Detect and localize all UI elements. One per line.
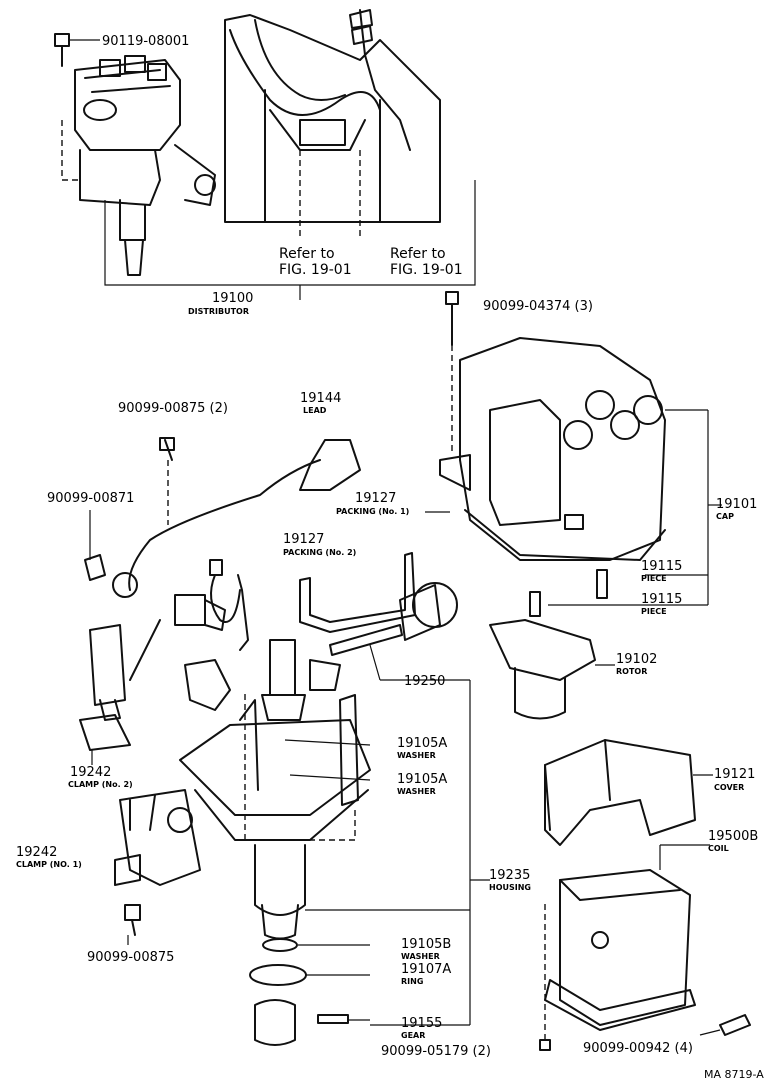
svg-text:Refer to: Refer to	[390, 246, 446, 262]
vacuum-advancer-drawing	[329, 582, 470, 681]
label-coil: 19500B COIL	[708, 829, 758, 853]
cover-drawing	[544, 739, 713, 846]
label-washer-b: 19105B WASHER	[401, 937, 451, 961]
svg-text:PACKING (No. 2): PACKING (No. 2)	[283, 548, 356, 557]
ref-left: Refer to FIG. 19-01	[279, 246, 352, 278]
svg-text:19242: 19242	[16, 845, 57, 860]
label-bolt-00875: 90099-00875	[87, 950, 174, 965]
packing-2-drawing	[299, 552, 416, 633]
svg-text:90119-08001: 90119-08001	[102, 34, 189, 49]
label-packing-2: 19127 PACKING (No. 2)	[283, 532, 356, 557]
label-cap: 19101 CAP	[716, 497, 757, 521]
label-lead-screw: 90099-00875 (2)	[118, 401, 228, 416]
distributor-assembly-drawing	[54, 9, 476, 300]
svg-text:19235: 19235	[489, 868, 530, 883]
svg-text:19100: 19100	[212, 291, 253, 306]
housing-drawing	[179, 639, 470, 940]
svg-text:MA 8719-A: MA 8719-A	[704, 1068, 764, 1081]
diagram-code: MA 8719-A	[704, 1068, 764, 1081]
svg-text:19121: 19121	[714, 767, 755, 782]
svg-text:19144: 19144	[300, 391, 341, 406]
label-lead: 19144 LEAD	[300, 391, 341, 415]
svg-text:90099-05179 (2): 90099-05179 (2)	[381, 1044, 491, 1059]
svg-text:RING: RING	[401, 977, 423, 986]
svg-text:WASHER: WASHER	[397, 751, 436, 760]
ref-right: Refer to FIG. 19-01	[390, 246, 463, 278]
svg-text:CAP: CAP	[716, 512, 734, 521]
label-gear: 19155 GEAR	[401, 1016, 442, 1040]
svg-text:DISTRIBUTOR: DISTRIBUTOR	[188, 307, 249, 316]
label-clamp-1: 19242 CLAMP (NO. 1)	[16, 845, 82, 869]
svg-text:FIG. 19-01: FIG. 19-01	[279, 262, 352, 278]
rotor-drawing	[489, 619, 615, 720]
svg-text:90099-00871: 90099-00871	[47, 491, 134, 506]
svg-text:CLAMP (No. 2): CLAMP (No. 2)	[68, 780, 133, 789]
svg-text:19127: 19127	[355, 491, 396, 506]
svg-text:PACKING (No. 1): PACKING (No. 1)	[336, 507, 409, 516]
label-washer-a1: 19105A WASHER	[397, 736, 447, 760]
svg-text:19127: 19127	[283, 532, 324, 547]
svg-text:PIECE: PIECE	[641, 607, 667, 616]
svg-text:PIECE: PIECE	[641, 574, 667, 583]
label-cover: 19121 COVER	[714, 767, 755, 792]
svg-text:19115: 19115	[641, 592, 682, 607]
svg-text:19105A: 19105A	[397, 772, 447, 787]
label-ring: 19107A RING	[401, 962, 451, 986]
svg-text:FIG. 19-01: FIG. 19-01	[390, 262, 463, 278]
label-distributor: 19100 DISTRIBUTOR	[188, 291, 253, 316]
label-washer-a2: 19105A WASHER	[397, 772, 447, 796]
svg-text:19105A: 19105A	[397, 736, 447, 751]
label-piece-b: 19115 PIECE	[641, 592, 682, 616]
label-screw-00942: 90099-00942 (4)	[583, 1041, 693, 1056]
label-screw-05179: 90099-05179 (2)	[381, 1044, 491, 1059]
svg-text:LEAD: LEAD	[303, 406, 327, 415]
svg-text:19242: 19242	[70, 765, 111, 780]
label-rotor: 19102 ROTOR	[616, 652, 657, 676]
svg-text:90099-00942 (4): 90099-00942 (4)	[583, 1041, 693, 1056]
svg-text:GEAR: GEAR	[401, 1031, 425, 1040]
svg-text:HOUSING: HOUSING	[489, 883, 531, 892]
coil-drawing	[544, 844, 710, 1031]
svg-text:WASHER: WASHER	[401, 952, 440, 961]
svg-text:CLAMP (NO. 1): CLAMP (NO. 1)	[16, 860, 82, 869]
svg-text:90099-04374 (3): 90099-04374 (3)	[483, 299, 593, 314]
svg-text:WASHER: WASHER	[397, 787, 436, 796]
bottom-parts-drawing	[249, 680, 751, 1051]
label-bolt-top: 90119-08001	[102, 34, 189, 49]
label-screw-00871: 90099-00871	[47, 491, 134, 506]
label-packing-1: 19127 PACKING (No. 1)	[336, 491, 409, 516]
svg-text:COVER: COVER	[714, 783, 744, 792]
label-cap-screw: 90099-04374 (3)	[483, 299, 593, 314]
svg-text:19101: 19101	[716, 497, 757, 512]
svg-text:ROTOR: ROTOR	[616, 667, 647, 676]
svg-text:COIL: COIL	[708, 844, 729, 853]
lead-drawing	[79, 437, 361, 765]
svg-text:19105B: 19105B	[401, 937, 451, 952]
label-housing: 19235 HOUSING	[489, 868, 531, 892]
svg-text:19500B: 19500B	[708, 829, 758, 844]
label-piece-a: 19115 PIECE	[641, 559, 682, 583]
svg-text:90099-00875 (2): 90099-00875 (2)	[118, 401, 228, 416]
svg-text:Refer to: Refer to	[279, 246, 335, 262]
svg-text:19250: 19250	[404, 674, 445, 689]
label-clamp-2: 19242 CLAMP (No. 2)	[68, 765, 133, 789]
svg-text:19115: 19115	[641, 559, 682, 574]
svg-text:19107A: 19107A	[401, 962, 451, 977]
svg-text:90099-00875: 90099-00875	[87, 950, 174, 965]
label-assembly: 19250	[404, 674, 445, 689]
clamp-drawing	[114, 789, 201, 945]
cap-drawing	[425, 291, 722, 617]
svg-text:19102: 19102	[616, 652, 657, 667]
svg-text:19155: 19155	[401, 1016, 442, 1031]
